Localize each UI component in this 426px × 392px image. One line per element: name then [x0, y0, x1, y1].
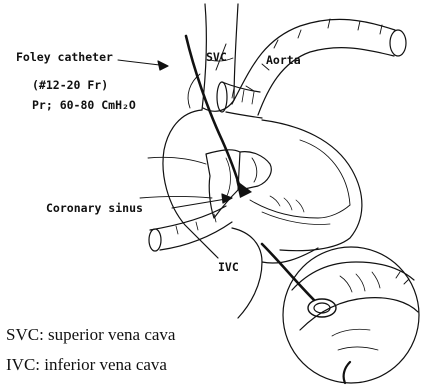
label-foley-catheter: Foley catheter — [16, 52, 113, 64]
pulmonary-tube — [217, 82, 262, 118]
magnified-inset — [262, 244, 419, 383]
label-svc: SVC — [206, 52, 227, 64]
ivc-vessel — [149, 206, 232, 251]
label-coronary-sinus: Coronary sinus — [46, 203, 143, 215]
aorta-vessel — [232, 19, 406, 115]
label-pressure: Pr; 60-80 CmH₂O — [32, 100, 136, 112]
label-aorta: Aorta — [266, 55, 301, 67]
heart-outline — [140, 74, 362, 258]
label-catheter-size: (#12-20 Fr) — [32, 80, 108, 92]
legend-ivc-definition: IVC: inferior vena cava — [6, 356, 167, 373]
label-ivc: IVC — [218, 262, 239, 274]
legend-svc-definition: SVC: superior vena cava — [6, 326, 175, 343]
lower-atrium — [232, 196, 350, 318]
catheter-pointer — [118, 60, 168, 70]
